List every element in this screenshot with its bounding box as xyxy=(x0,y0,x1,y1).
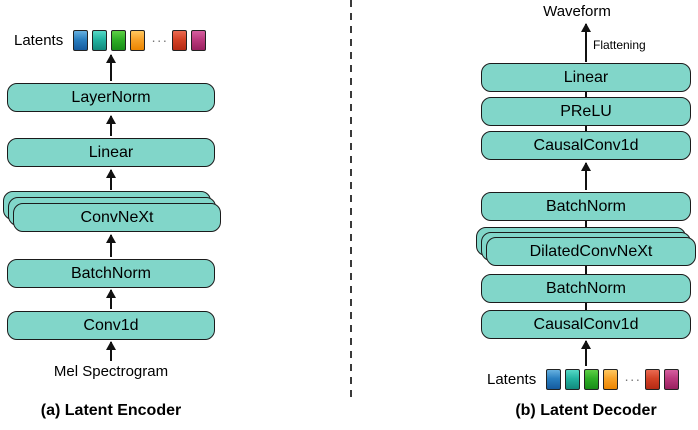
latent-square-red xyxy=(172,30,188,51)
connector-line xyxy=(585,266,587,274)
connector-line xyxy=(585,303,587,310)
latent-square-green xyxy=(584,369,600,390)
encoder-block-convnext: ConvNeXt xyxy=(13,203,221,232)
latent-square-orange xyxy=(130,30,146,51)
latent-square-blue xyxy=(546,369,562,390)
latent-square-teal xyxy=(565,369,581,390)
connector-line xyxy=(585,92,587,97)
encoder-block-conv1d: Conv1d xyxy=(7,311,215,340)
connector-line xyxy=(585,126,587,131)
decoder-block-batchnorm-upper: BatchNorm xyxy=(481,192,691,221)
latent-square-magenta xyxy=(664,369,680,390)
up-arrow-icon xyxy=(106,115,116,136)
latent-square-red xyxy=(645,369,661,390)
connector-line xyxy=(585,221,587,227)
latent-square-magenta xyxy=(191,30,207,51)
decoder-latents-label: Latents xyxy=(487,371,537,388)
encoder-latents-row: Latents ··· xyxy=(14,30,210,51)
decoder-output-label: Waveform xyxy=(543,3,611,20)
encoder-block-layernorm: LayerNorm xyxy=(7,83,215,112)
decoder-block-batchnorm-lower: BatchNorm xyxy=(481,274,691,303)
decoder-caption: (b) Latent Decoder xyxy=(515,402,657,419)
ellipsis-dots: ··· xyxy=(624,371,642,387)
encoder-block-linear: Linear xyxy=(7,138,215,167)
latent-square-orange xyxy=(603,369,619,390)
ellipsis-dots: ··· xyxy=(151,32,169,48)
encoder-block-batchnorm: BatchNorm xyxy=(7,259,215,288)
up-arrow-icon xyxy=(106,169,116,190)
up-arrow-icon xyxy=(581,162,591,190)
flattening-arrow-icon xyxy=(581,23,591,62)
decoder-block-linear: Linear xyxy=(481,63,691,92)
panel-divider xyxy=(350,0,352,397)
decoder-block-dilatedconvnext: DilatedConvNeXt xyxy=(486,237,696,266)
encoder-input-label: Mel Spectrogram xyxy=(53,363,169,380)
encoder-caption: (a) Latent Encoder xyxy=(40,402,182,419)
up-arrow-icon xyxy=(106,341,116,361)
encoder-latents-label: Latents xyxy=(14,32,64,49)
decoder-block-causalconv1d-top: CausalConv1d xyxy=(481,131,691,160)
decoder-block-causalconv1d-bottom: CausalConv1d xyxy=(481,310,691,339)
up-arrow-icon xyxy=(106,289,116,309)
latent-square-blue xyxy=(73,30,89,51)
decoder-block-prelu: PReLU xyxy=(481,97,691,126)
latent-square-green xyxy=(111,30,127,51)
latent-square-teal xyxy=(92,30,108,51)
up-arrow-icon xyxy=(106,234,116,257)
decoder-latents-row: Latents ··· xyxy=(487,369,683,390)
up-arrow-icon xyxy=(106,54,116,81)
flattening-label: Flattening xyxy=(593,38,646,52)
up-arrow-icon xyxy=(581,340,591,366)
